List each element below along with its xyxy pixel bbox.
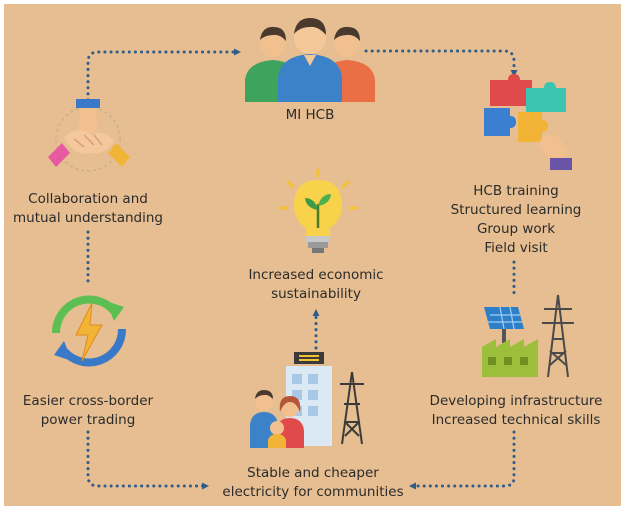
node-trading-line-1: Easier cross-border xyxy=(22,393,154,409)
puzzle-hand-icon xyxy=(484,74,572,170)
node-mi-hcb-label: MI HCB xyxy=(285,107,335,123)
node-training-line-2: Structured learning xyxy=(450,202,582,218)
arrow-mi-to-training xyxy=(364,49,518,77)
node-training-line-3: Group work xyxy=(476,221,556,237)
node-collaboration-line-1: Collaboration and xyxy=(28,191,148,207)
node-infrastructure-line-1: Developing infrastructure xyxy=(429,393,603,409)
joined-hands-icon xyxy=(48,99,130,172)
lightbulb-plant-icon xyxy=(278,168,358,253)
node-sustainability-line-1: Increased economic xyxy=(248,267,384,283)
node-infrastructure-line-2: Increased technical skills xyxy=(431,412,601,428)
diagram-canvas: MI HCB HCB training Structured learning … xyxy=(4,4,621,506)
node-training-line-4: Field visit xyxy=(484,240,548,256)
connector-arrows xyxy=(86,48,518,490)
solar-factory-tower-icon xyxy=(482,294,574,378)
arrow-infrastructure-to-electricity xyxy=(409,430,516,490)
node-electricity-line-2: electricity for communities xyxy=(222,484,404,500)
node-collaboration-line-2: mutual understanding xyxy=(12,210,163,226)
family-building-icon xyxy=(250,352,364,448)
node-electricity-line-1: Stable and cheaper xyxy=(247,465,379,481)
node-sustainability-line-2: sustainability xyxy=(271,286,361,302)
arrow-trading-to-electricity xyxy=(86,430,209,490)
node-trading-line-2: power trading xyxy=(40,412,136,428)
arrow-collaboration-to-mi xyxy=(86,48,241,102)
node-training-line-1: HCB training xyxy=(473,183,559,199)
people-group-icon xyxy=(245,18,375,102)
energy-cycle-icon xyxy=(51,295,127,367)
